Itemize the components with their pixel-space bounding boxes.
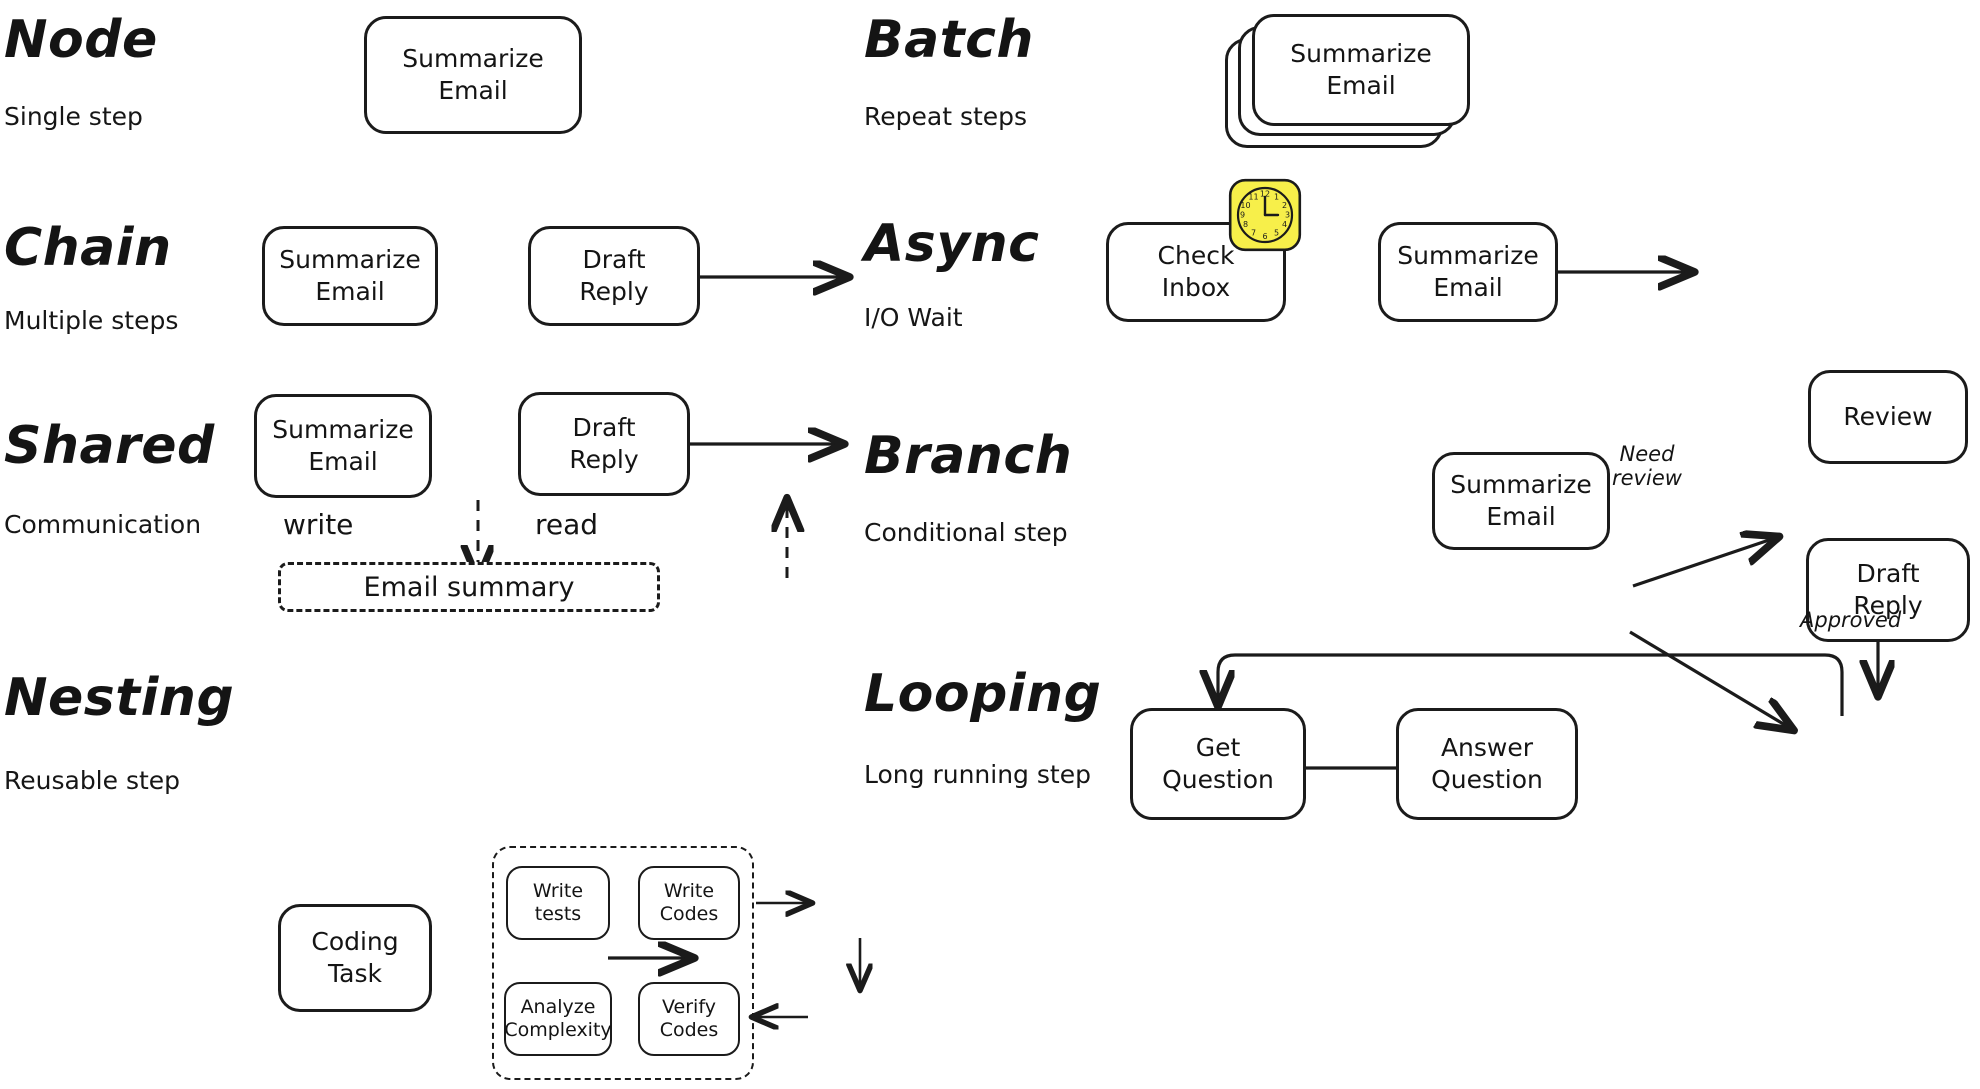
pattern-title-branch: Branch	[864, 426, 1073, 486]
branch-edge-label-need-review: Need review	[1612, 442, 1682, 491]
nesting-subflow-container	[492, 846, 754, 1080]
clock-icon: 12 1 2 3 4 5 6 7 8 9 10 11	[1228, 178, 1302, 252]
nesting-node-verify-codes[interactable]: Verify Codes	[638, 982, 740, 1056]
svg-text:6: 6	[1262, 232, 1267, 241]
async-node-summarize-email[interactable]: Summarize Email	[1378, 222, 1558, 322]
chain-node-summarize-email[interactable]: Summarize Email	[262, 226, 438, 326]
pattern-title-shared: Shared	[4, 416, 215, 476]
pattern-subtitle-batch: Repeat steps	[864, 102, 1028, 131]
svg-text:3: 3	[1285, 211, 1290, 220]
looping-node-get-question[interactable]: Get Question	[1130, 708, 1306, 820]
nesting-node-analyze-complexity[interactable]: Analyze Complexity	[504, 982, 612, 1056]
pattern-subtitle-chain: Multiple steps	[4, 306, 179, 335]
pattern-subtitle-node: Single step	[4, 102, 143, 131]
shared-edge-label-write: write	[283, 508, 354, 541]
nesting-node-coding-task[interactable]: Coding Task	[278, 904, 432, 1012]
pattern-title-node: Node	[4, 10, 158, 70]
svg-text:12: 12	[1260, 190, 1270, 199]
pattern-subtitle-looping: Long running step	[864, 760, 1091, 789]
pattern-title-async: Async	[864, 214, 1040, 274]
edge-branch-summarize-to-draft	[1629, 630, 1790, 728]
pattern-title-batch: Batch	[864, 10, 1034, 70]
svg-text:2: 2	[1282, 201, 1287, 210]
branch-edge-label-approved: Approved	[1800, 608, 1902, 632]
pattern-subtitle-async: I/O Wait	[864, 303, 963, 332]
node-summarize-email[interactable]: Summarize Email	[364, 16, 582, 134]
shared-node-draft-reply[interactable]: Draft Reply	[518, 392, 690, 496]
svg-text:8: 8	[1243, 220, 1248, 229]
svg-text:5: 5	[1274, 229, 1279, 238]
looping-node-answer-question[interactable]: Answer Question	[1396, 708, 1578, 820]
shared-store-email-summary[interactable]: Email summary	[278, 562, 660, 612]
svg-text:7: 7	[1251, 229, 1256, 238]
nesting-node-write-tests[interactable]: Write tests	[506, 866, 610, 940]
pattern-subtitle-branch: Conditional step	[864, 518, 1068, 547]
branch-node-summarize-email[interactable]: Summarize Email	[1432, 452, 1610, 550]
edge-branch-need-review	[1632, 538, 1775, 588]
svg-text:10: 10	[1240, 201, 1250, 210]
pattern-subtitle-nesting: Reusable step	[4, 766, 181, 795]
pattern-title-looping: Looping	[864, 664, 1102, 724]
branch-node-review[interactable]: Review	[1808, 370, 1968, 464]
nesting-node-write-codes[interactable]: Write Codes	[638, 866, 740, 940]
chain-node-draft-reply[interactable]: Draft Reply	[528, 226, 700, 326]
batch-card-front-summarize-email[interactable]: Summarize Email	[1252, 14, 1470, 126]
svg-text:1: 1	[1274, 193, 1279, 202]
pattern-title-nesting: Nesting	[4, 668, 235, 728]
svg-text:4: 4	[1282, 220, 1287, 229]
svg-text:9: 9	[1240, 211, 1245, 220]
shared-edge-label-read: read	[535, 508, 599, 541]
svg-text:11: 11	[1248, 193, 1258, 202]
edge-looping-loopback	[1218, 653, 1844, 716]
branch-node-draft-reply[interactable]: Draft Reply	[1806, 538, 1970, 642]
shared-node-summarize-email[interactable]: Summarize Email	[254, 394, 432, 498]
pattern-title-chain: Chain	[4, 218, 172, 278]
pattern-subtitle-shared: Communication	[4, 510, 202, 539]
